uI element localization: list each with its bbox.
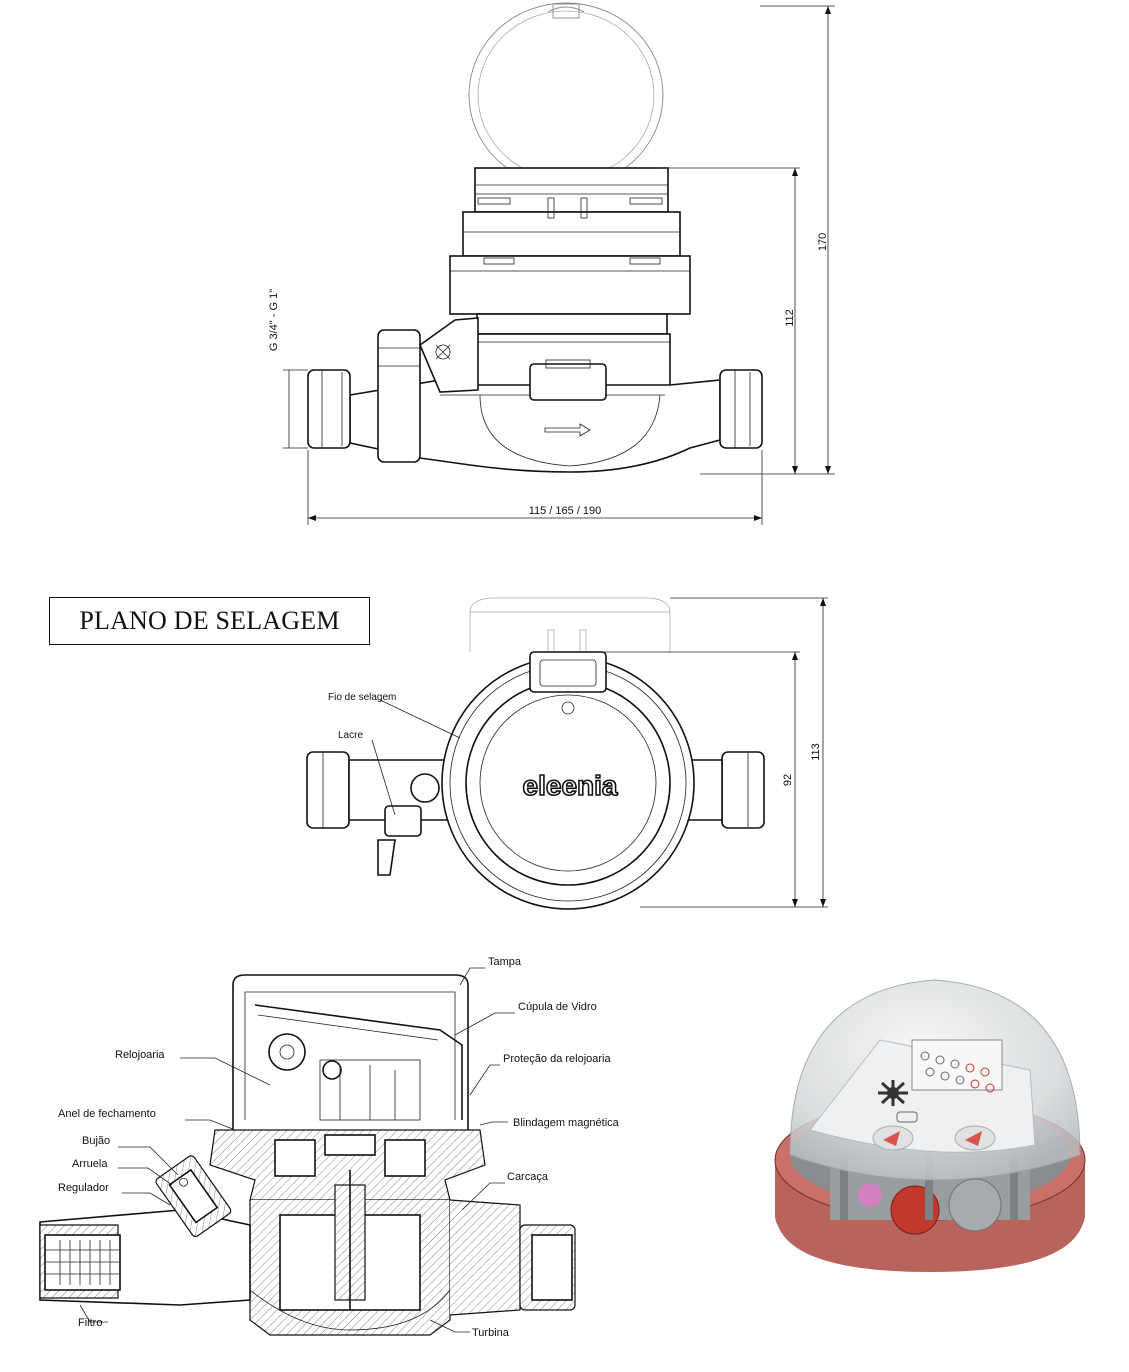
top-view-drawing: [306, 597, 828, 910]
dim-170: 170: [817, 233, 829, 251]
register-head: [449, 167, 691, 390]
label-blindagem: Blindagem magnética: [513, 1117, 620, 1129]
counter-digits: [911, 1039, 1003, 1093]
plano-de-selagem-title: PLANO DE SELAGEM: [79, 606, 340, 635]
label-fio-de-selagem: Fio de selagem: [328, 692, 396, 703]
label-tampa: Tampa: [488, 956, 522, 968]
dim-92: 92: [782, 774, 794, 786]
open-lid: [468, 2, 664, 188]
dimension-lines: [283, 5, 835, 525]
label-carcaca: Carcaça: [507, 1171, 549, 1183]
plano-de-selagem-box: PLANO DE SELAGEM: [49, 597, 370, 645]
label-protecao: Proteção da relojoaria: [503, 1053, 612, 1065]
label-lacre: Lacre: [338, 730, 363, 741]
section-view-drawing: [39, 967, 576, 1336]
dim-113: 113: [810, 743, 822, 761]
label-bujao: Bujão: [82, 1135, 110, 1147]
dim-length: 115 / 165 / 190: [529, 505, 602, 517]
label-turbina: Turbina: [472, 1327, 510, 1339]
label-regulador: Regulador: [58, 1182, 109, 1194]
label-relojoaria: Relojoaria: [115, 1049, 165, 1061]
filter-mesh: [45, 1240, 120, 1285]
label-cupula: Cúpula de Vidro: [518, 1001, 597, 1013]
meter-body: [307, 317, 763, 473]
label-filtro: Filtro: [78, 1317, 102, 1329]
register-3d-render: [774, 979, 1086, 1272]
label-anel: Anel de fechamento: [58, 1108, 156, 1120]
dim-112: 112: [784, 309, 796, 327]
star-wheel-icon: [878, 1080, 908, 1106]
label-arruela: Arruela: [72, 1158, 108, 1170]
dim-thread: G 3/4" - G 1": [268, 289, 280, 351]
brand-logo-eleenia: eleenia: [523, 770, 618, 801]
